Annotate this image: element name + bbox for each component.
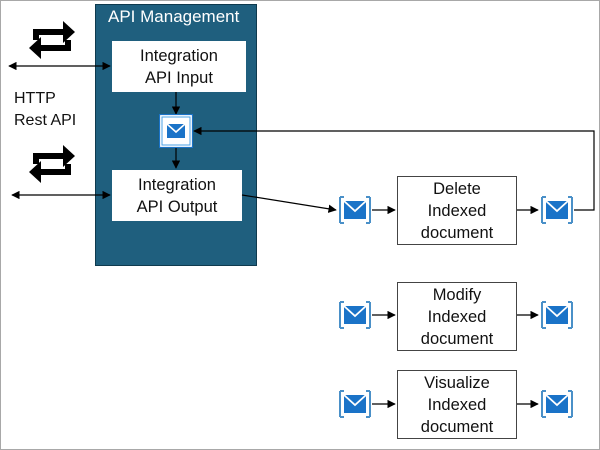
integration-api-output-box: Integration API Output [112, 170, 242, 221]
modify-indexed-document-box: Modify Indexed document [397, 282, 517, 351]
api-management-title: API Management [108, 7, 240, 26]
delete-box-line-3: document [420, 223, 494, 242]
http-rest-api-label: HTTP Rest API [14, 88, 76, 132]
integration-api-input-box: Integration API Input [112, 41, 246, 92]
message-queue-icon [339, 196, 371, 224]
modify-box-line-1: Modify [432, 285, 482, 304]
message-queue-icon [339, 390, 371, 418]
delete-box-line-2: Indexed [427, 201, 487, 220]
message-queue-icon [339, 301, 371, 329]
feedback-loop-connector [193, 126, 595, 211]
integration-input-line-1: Integration [140, 46, 218, 65]
integration-input-line-2: API Input [145, 68, 213, 87]
visualize-box-line-3: document [420, 417, 494, 436]
message-queue-icon [541, 301, 573, 329]
message-queue-icon [541, 196, 573, 224]
integration-output-line-1: Integration [138, 175, 216, 194]
delete-indexed-document-box: Delete Indexed document [397, 176, 517, 245]
visualize-box-line-2: Indexed [427, 395, 487, 414]
http-label-line-2: Rest API [14, 112, 77, 129]
message-queue-icon [541, 390, 573, 418]
modify-box-line-2: Indexed [427, 307, 487, 326]
message-queue-icon [159, 114, 193, 148]
visualize-box-line-1: Visualize [424, 373, 490, 392]
http-label-line-1: HTTP [14, 90, 56, 107]
bidirectional-arrows-icon [29, 145, 75, 183]
output-to-delete-queue-connector [241, 194, 337, 213]
bidirectional-arrows-icon [29, 21, 75, 59]
visualize-indexed-document-box: Visualize Indexed document [397, 370, 517, 439]
delete-box-line-1: Delete [433, 179, 481, 198]
integration-output-line-2: API Output [136, 197, 218, 216]
modify-box-line-3: document [420, 329, 494, 348]
